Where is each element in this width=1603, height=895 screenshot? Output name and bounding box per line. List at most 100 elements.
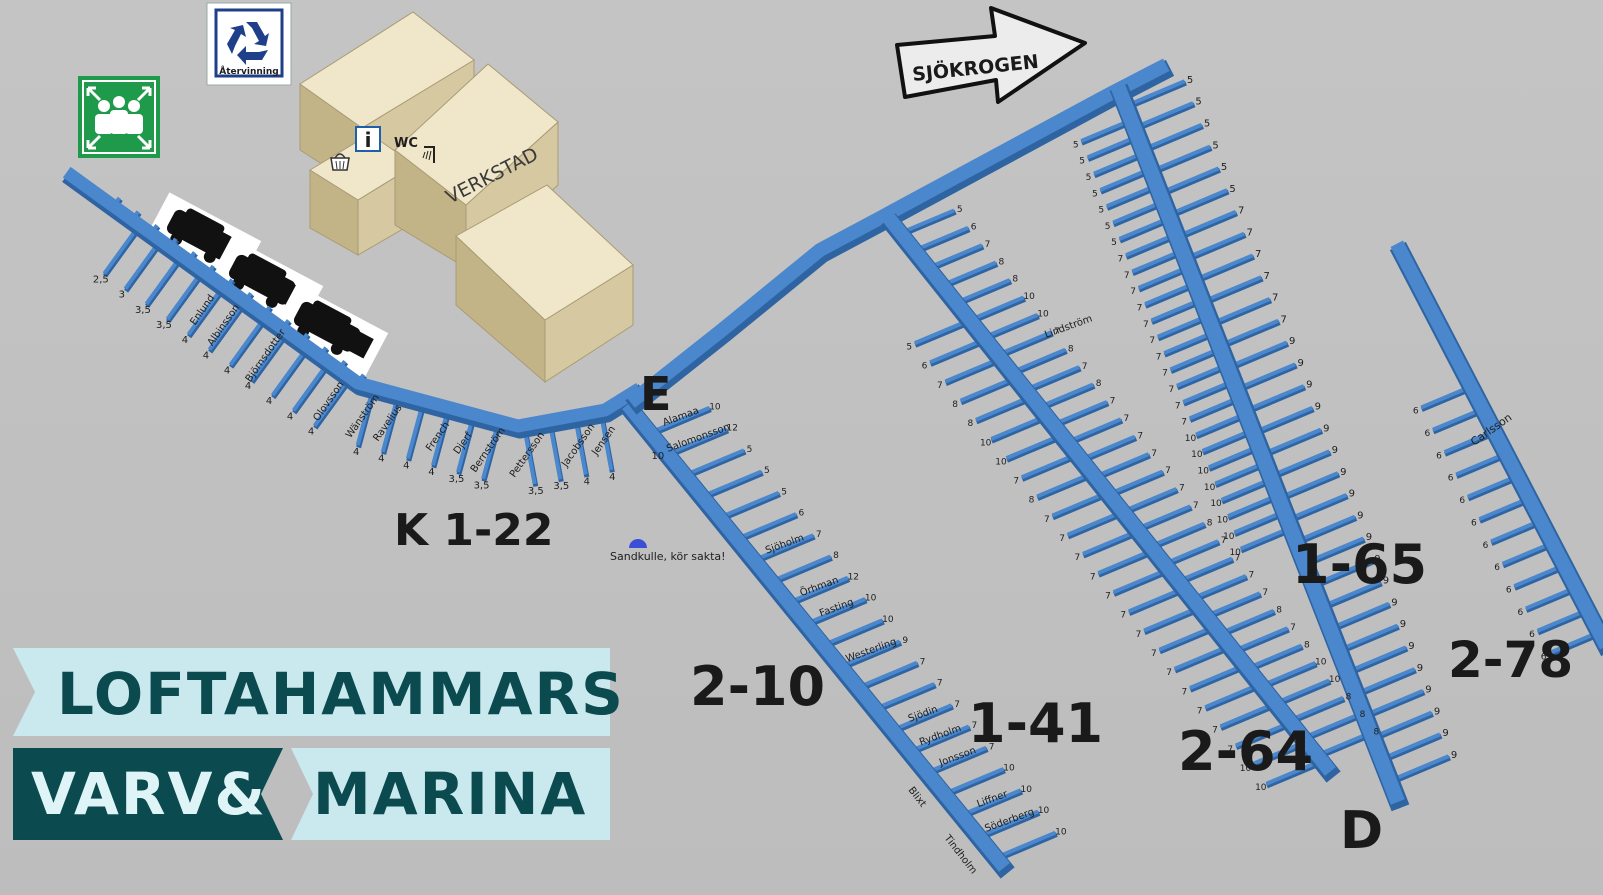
berth-size-label: 7 xyxy=(1238,206,1244,217)
berth-size-label: 10 xyxy=(1210,499,1222,509)
berth-finger-shadow xyxy=(1265,762,1319,789)
berth-finger xyxy=(990,416,1042,441)
berth-finger xyxy=(1536,610,1583,633)
berth-finger xyxy=(1163,332,1210,355)
berth-finger xyxy=(974,295,1025,320)
berth-finger xyxy=(983,809,1039,836)
berth-size-label: 7 xyxy=(1255,249,1261,260)
berth-finger-shadow xyxy=(1386,733,1443,762)
berth-finger xyxy=(1044,382,1094,407)
berth-finger-shadow xyxy=(1280,679,1332,706)
berth-finger-shadow xyxy=(1093,154,1141,179)
berth-finger-shadow xyxy=(1490,522,1538,546)
berth-size-label: 7 xyxy=(1169,385,1175,395)
berth-size-label: 7 xyxy=(1082,362,1088,372)
berth-size-label: 4 xyxy=(287,411,293,422)
berth-size-label: 7 xyxy=(1162,369,1168,379)
berth-finger xyxy=(123,243,159,290)
berth-finger-shadow xyxy=(1204,685,1258,712)
berth-finger xyxy=(914,320,966,345)
berth-size-label: 9 xyxy=(1298,358,1304,369)
shower-icon xyxy=(422,146,435,163)
berth-finger-shadow xyxy=(966,789,1024,818)
berth-finger-shadow xyxy=(1249,385,1307,414)
berth-size-label: 9 xyxy=(1323,423,1329,434)
berth-size-label: 10 xyxy=(1229,548,1241,558)
berth-finger-shadow xyxy=(1100,453,1152,479)
berth-size-label: 10 xyxy=(995,457,1007,467)
berth-finger xyxy=(1195,414,1242,437)
berth-size-label: 5 xyxy=(1073,140,1079,150)
berth-size-label: 7 xyxy=(1044,515,1050,525)
berth-finger-shadow xyxy=(1300,516,1358,544)
berth-finger-shadow xyxy=(947,262,999,288)
berth-size-label: 6 xyxy=(799,509,805,519)
berth-finger-shadow xyxy=(1099,170,1148,195)
berth-finger xyxy=(1334,601,1390,629)
berth-finger xyxy=(1238,626,1289,651)
berth-finger-shadow xyxy=(1197,575,1249,601)
berth-finger-shadow xyxy=(776,556,833,584)
sjokrogen-arrow-sign: SJÖKROGEN xyxy=(895,6,1087,104)
berth-finger-shadow xyxy=(1030,366,1082,392)
berth-finger-shadow xyxy=(1156,146,1213,174)
berth-size-label: 5 xyxy=(1229,184,1235,195)
berth-finger xyxy=(1128,588,1180,614)
berth-finger-shadow xyxy=(1163,333,1211,358)
berth-finger xyxy=(1141,504,1192,529)
berth-finger xyxy=(1443,431,1490,454)
berth-size-label: 8 xyxy=(998,257,1004,267)
berth-finger-shadow xyxy=(741,513,799,541)
berth-finger-shadow xyxy=(690,449,747,478)
berth-size-label: 7 xyxy=(1156,352,1162,362)
berth-size-label: 10 xyxy=(1021,785,1033,795)
berth-finger xyxy=(947,260,997,285)
berth-finger-shadow xyxy=(1548,634,1596,658)
assembly-point-icon xyxy=(78,76,160,158)
berth-finger-shadow xyxy=(1252,645,1304,671)
label-section-1-41: 1-41 xyxy=(968,692,1103,755)
piers xyxy=(62,58,1603,879)
berth-finger xyxy=(1137,267,1184,290)
berth-finger-shadow xyxy=(1266,662,1318,688)
berth-finger xyxy=(574,421,588,475)
berth-finger xyxy=(1368,689,1424,716)
berth-finger xyxy=(929,339,981,365)
berth-size-label: 9 xyxy=(1451,750,1457,761)
berth-finger xyxy=(919,225,969,250)
berth-finger-shadow xyxy=(1113,570,1166,597)
berth-finger-shadow xyxy=(1326,581,1383,609)
berth-finger-shadow xyxy=(1097,551,1151,578)
label-section-2-10: 2-10 xyxy=(690,655,825,718)
berth-finger xyxy=(1005,435,1058,460)
berth-size-label: 8 xyxy=(968,419,974,429)
berth-size-label: 9 xyxy=(1315,402,1321,413)
berth-size-label: 3,5 xyxy=(553,481,569,492)
berth-finger xyxy=(689,448,745,475)
berth-size-label: 10 xyxy=(1003,764,1015,774)
berth-finger xyxy=(355,392,374,446)
berth-size-label: 3,5 xyxy=(156,320,172,331)
berth-finger-shadow xyxy=(1360,668,1417,697)
sandkulle-marker: Sandkulle, kör sakta! xyxy=(610,539,726,563)
logo-shapes xyxy=(13,648,610,840)
berth-finger xyxy=(1548,632,1595,655)
berth-finger xyxy=(1183,556,1233,581)
berth-size-label: 8 xyxy=(1304,640,1310,650)
berth-size-label: 5 xyxy=(957,205,963,215)
berth-size-label: 7 xyxy=(1193,501,1199,511)
info-icon: i xyxy=(365,128,372,152)
berth-finger xyxy=(548,425,563,480)
berth-finger-shadow xyxy=(1086,436,1138,462)
berth-finger-shadow xyxy=(975,398,1029,425)
berth-finger-shadow xyxy=(724,492,782,520)
berth-finger-shadow xyxy=(1235,724,1288,750)
berth-finger xyxy=(1080,120,1127,143)
berth-finger xyxy=(1294,696,1344,720)
berth-size-label: 4 xyxy=(308,427,314,438)
berth-finger xyxy=(1099,169,1146,192)
berth-finger-shadow xyxy=(1169,540,1221,566)
berth-finger-shadow xyxy=(1322,732,1374,758)
berth-size-label: 5 xyxy=(1098,206,1104,216)
berth-finger-shadow xyxy=(1195,415,1243,440)
